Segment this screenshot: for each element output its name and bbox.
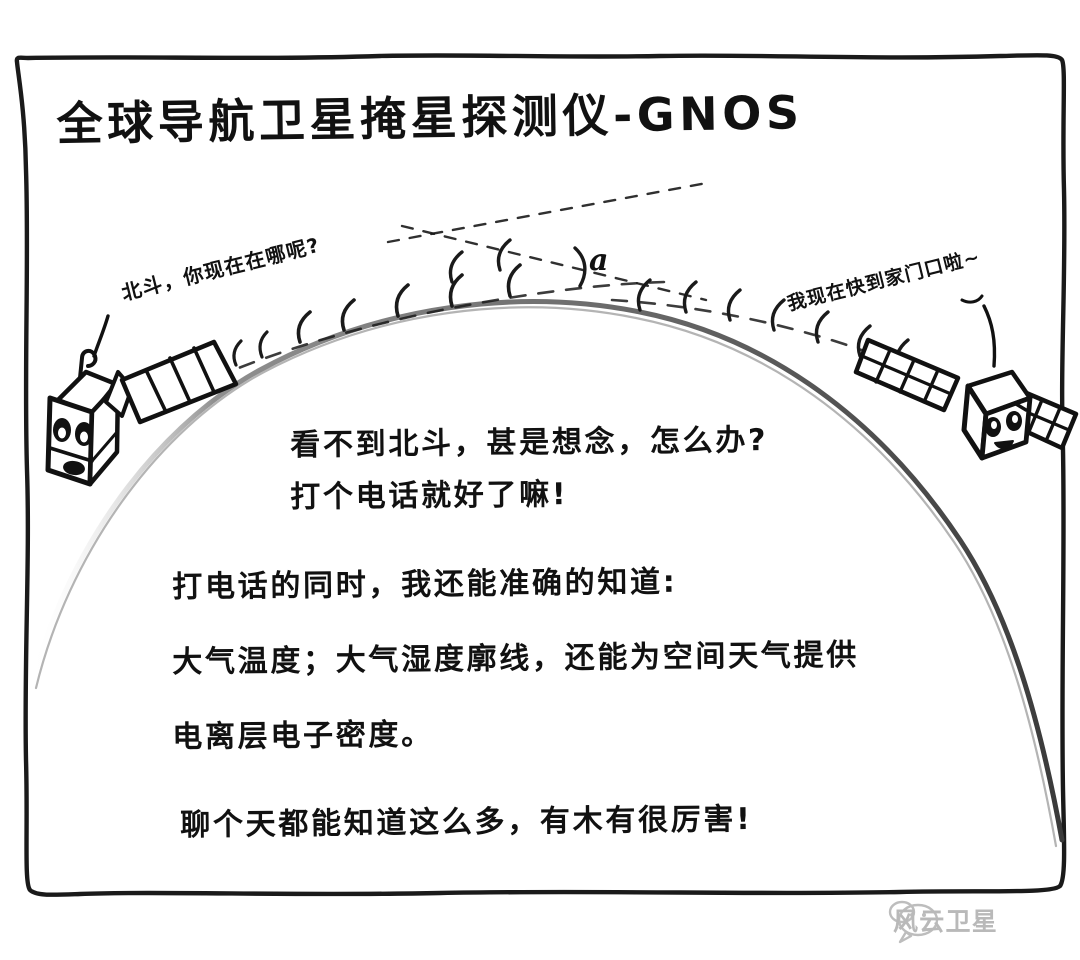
body-line-1: 看不到北斗，甚是想念，怎么办? [290, 422, 769, 463]
watermark-label: 风云卫星 [893, 907, 999, 936]
wechat-icon [888, 900, 939, 944]
page-title: 全球导航卫星掩星探测仪-GNOS [56, 85, 805, 151]
body-line-4: 大气温度；大气湿度廓线，还能为空间天气提供 [172, 637, 860, 680]
watermark: 风云卫星 [893, 902, 998, 938]
angle-label: a [589, 243, 611, 278]
hand-drawn-frame [14, 53, 1067, 897]
navigation-satellite-left [45, 339, 239, 487]
occultation-signal-ray-lower-left [212, 263, 666, 380]
speech-tail-left [92, 314, 110, 358]
body-line-6: 聊个天都能知道这么多，有木有很厉害! [180, 802, 753, 843]
body-line-5: 电离层电子密度。 [172, 717, 435, 755]
speech-tail-right [960, 294, 997, 368]
gnos-satellite-right [853, 337, 1079, 461]
earth-limb-arc [25, 299, 1065, 848]
body-line-2: 打个电话就好了嘛! [290, 477, 569, 515]
body-line-3: 打电话的同时，我还能准确的知道: [172, 564, 678, 605]
occultation-signal-ray-upper [386, 180, 714, 302]
